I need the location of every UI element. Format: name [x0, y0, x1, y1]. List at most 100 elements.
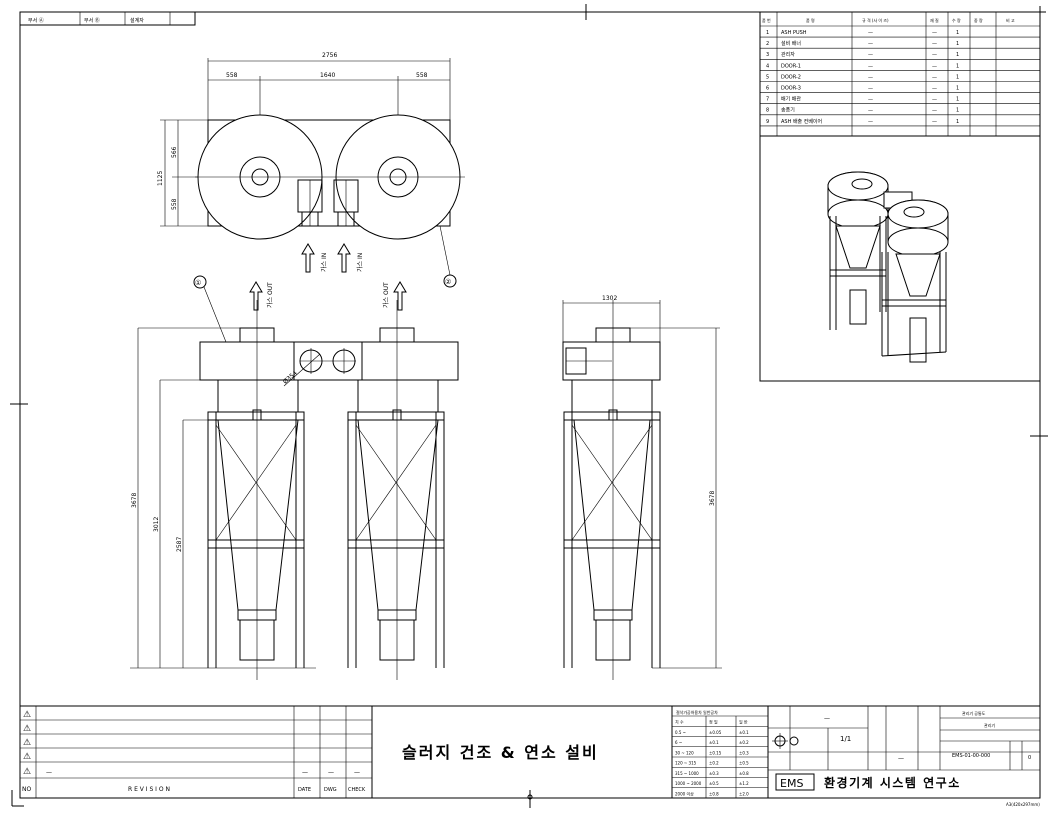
parts-row-material: —: [932, 86, 937, 92]
tolerance-row: 315 ~ 1000±0.3±0.8: [675, 771, 749, 776]
dim-side-width: 1302: [602, 295, 617, 302]
revision-block: ⚠ ⚠ ⚠ ⚠ ⚠ — — — — NO R E V I S I O N DAT…: [19, 705, 373, 799]
dwg-number: EMS-01-00-000: [952, 753, 990, 759]
tolerance-size: 2000 이상: [675, 790, 694, 796]
parts-row-name: 배기 배관: [781, 96, 801, 103]
tolerance-fine: ±0.05: [709, 730, 722, 735]
scale-value: 1/1: [840, 735, 851, 743]
parts-row-material: —: [932, 108, 937, 114]
header-designer: 설계자: [130, 17, 144, 24]
parts-header-name: 품 명: [806, 17, 815, 23]
parts-row-no: 2: [766, 41, 769, 47]
parts-row-material: —: [932, 41, 937, 47]
dim-height-total: 1125: [157, 171, 164, 186]
dim-front-leg: 2587: [176, 537, 183, 552]
gas-out-label-left: 가스 OUT: [266, 282, 274, 308]
parts-row-qty: 1: [956, 74, 959, 80]
parts-row-qty: 1: [956, 52, 959, 58]
tolerance-row: 6 ~±0.1±0.2: [675, 740, 749, 745]
isometric-view: [759, 135, 1041, 382]
parts-row-qty: 1: [956, 63, 959, 69]
tolerance-fine: ±0.5: [709, 781, 719, 786]
tolerance-size: 0.5 ~: [675, 730, 686, 735]
dim-height-upper: 566: [171, 146, 178, 158]
revision-dash-check: —: [354, 769, 360, 776]
parts-row-qty: 1: [956, 119, 959, 125]
parts-row-no: 3: [766, 52, 769, 58]
revision-dash-dwg: —: [328, 769, 334, 776]
parts-row-name: DOOR-2: [781, 74, 801, 80]
parts-row-qty: 1: [956, 97, 959, 103]
revision-symbol-3: ⚠: [23, 738, 31, 748]
tolerance-row: 1000 ~ 2000 ±0.5 ±1.2: [675, 781, 749, 786]
parts-header-qty: 수 량: [952, 17, 961, 23]
top-view: 2756 558 1640 558 1125 566 558: [157, 52, 465, 288]
revision-symbol-5: ⚠: [23, 767, 31, 777]
dim-height-lower: 558: [171, 198, 178, 210]
parts-row-material: —: [932, 30, 937, 36]
part-name: 관리기: [984, 722, 995, 728]
parts-header-weight: 중 량: [974, 17, 983, 23]
parts-header-mat: 재 질: [930, 17, 939, 23]
tolerance-fine: ±0.2: [709, 761, 719, 766]
parts-row-spec: —: [868, 119, 873, 125]
revision-dash: —: [46, 769, 52, 776]
parts-row-spec: —: [868, 97, 873, 103]
tolerance-size: 315 ~ 1000: [675, 771, 699, 776]
parts-row-spec: —: [868, 86, 873, 92]
dim-center-spacing: 1640: [320, 72, 335, 79]
dim-front-total: 3678: [131, 493, 138, 508]
parts-header-note: 비 고: [1006, 17, 1015, 23]
parts-row-spec: —: [868, 52, 873, 58]
parts-row-name: 송풍기: [781, 107, 795, 114]
title-dash-2: —: [898, 755, 904, 762]
tolerance-general: ±1.2: [739, 781, 749, 786]
parts-row-spec: —: [868, 63, 873, 69]
tolerance-row: 30 ~ 120±0.15±0.3: [675, 750, 749, 755]
parts-row-name: DOOR-1: [781, 63, 801, 69]
parts-row-qty: 1: [956, 108, 959, 114]
gas-in-label-right: 가스 IN: [356, 253, 364, 272]
title-dash-1: —: [824, 715, 830, 722]
tolerance-general: ±0.2: [739, 740, 749, 745]
tolerance-size: 120 ~ 315: [675, 761, 697, 766]
dim-side-height: 3678: [709, 491, 716, 506]
parts-row-no: 4: [766, 63, 769, 69]
tolerance-size: 치 수: [675, 719, 684, 725]
tolerance-fine: ±0.1: [709, 740, 719, 745]
tolerance-title: 절삭가공허용차 일반공차: [676, 709, 718, 715]
company-logo: EMS: [780, 777, 803, 790]
header-dept-b: 부서 Ⓑ: [84, 17, 100, 24]
front-view: ① 가스 OUT 가스 OUT Ø354: [130, 275, 459, 680]
parts-row-spec: —: [868, 30, 873, 36]
sheet-number: 0: [1028, 755, 1031, 761]
revision-check-label: CHECK: [348, 787, 366, 793]
revision-symbol-2: ⚠: [23, 724, 31, 734]
revision-label: R E V I S I O N: [128, 786, 170, 793]
company-name: 환경기계 시스템 연구소: [824, 775, 961, 790]
tolerance-row: 120 ~ 315±0.2±0.5: [675, 761, 749, 766]
parts-row-name: ASH 배출 컨베이어: [781, 118, 822, 125]
parts-row-material: —: [932, 52, 937, 58]
tolerance-size: 30 ~ 120: [675, 750, 694, 755]
parts-header-no: 품 번: [762, 17, 771, 23]
revision-symbol-1: ⚠: [23, 710, 31, 720]
header-strip: 부서 Ⓐ 부서 Ⓑ 설계자: [19, 11, 196, 26]
revision-dwg-label: DWG: [324, 787, 337, 793]
parts-row-no: 6: [766, 86, 769, 92]
tolerance-size: 1000 ~ 2000: [675, 781, 702, 786]
paper-footnote: A3(420x297mm): [1006, 802, 1040, 807]
drawing-border: [19, 11, 1041, 799]
parts-row-no: 9: [766, 119, 769, 125]
parts-row-spec: —: [868, 108, 873, 114]
dim-front-mid: 3012: [153, 517, 160, 532]
